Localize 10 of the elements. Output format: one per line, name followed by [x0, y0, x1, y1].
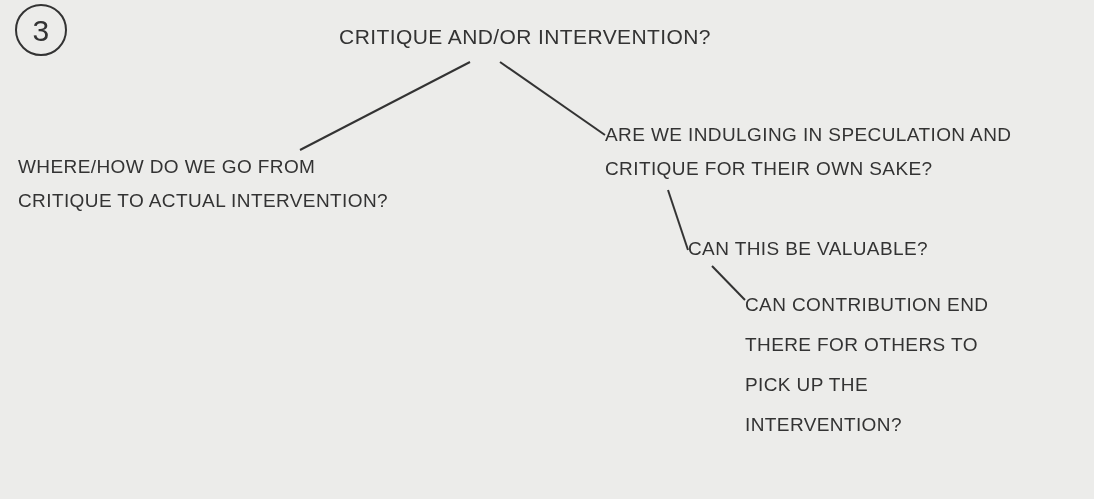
question-text: CAN CONTRIBUTION END THERE FOR OTHERS TO PICK UP THE INTERVENTION? — [745, 293, 990, 437]
circled-number: 3 — [32, 12, 50, 49]
connector-line — [711, 265, 746, 301]
question-text: ARE WE INDULGING IN SPECULATION AND CRITIQUE FOR THEIR OWN SAKE? — [605, 123, 1013, 181]
question-text: CAN THIS BE VALUABLE? — [688, 236, 928, 261]
question-text: WHERE/HOW DO WE GO FROM CRITIQUE TO ACTUAL INTERVENTION? — [18, 155, 389, 213]
connector-line — [667, 189, 689, 251]
connector-line — [499, 61, 606, 136]
connector-line — [299, 61, 471, 151]
question-text: CRITIQUE AND/OR INTERVENTION? — [339, 24, 711, 51]
